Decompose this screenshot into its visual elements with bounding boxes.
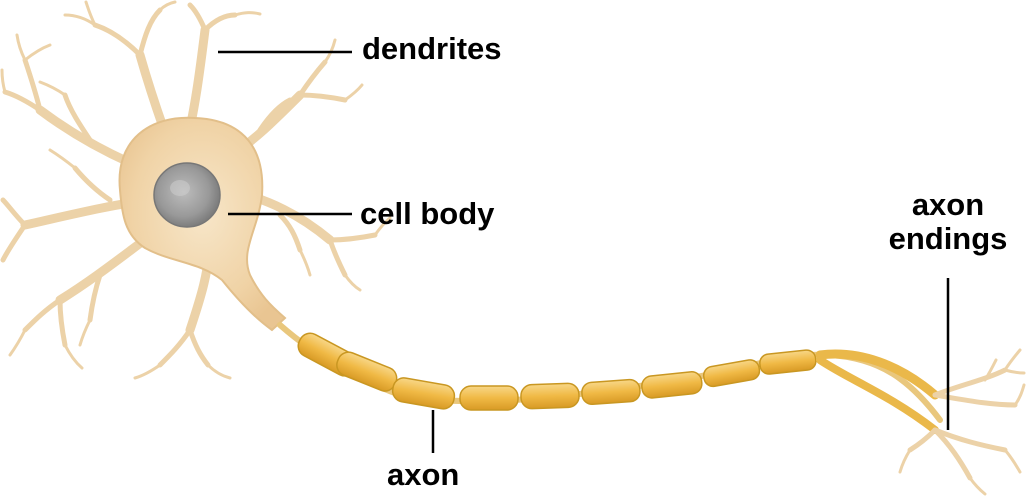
nucleus <box>154 163 220 227</box>
axon-endings-label: axon endings <box>868 188 1027 256</box>
axon-label: axon <box>387 458 459 492</box>
dendrites-label: dendrites <box>362 32 502 66</box>
axon <box>280 325 940 430</box>
myelin-sheath <box>294 329 816 410</box>
axon-endings-label-line2: endings <box>868 222 1027 256</box>
axon-endings-label-line1: axon <box>868 188 1027 222</box>
cell-body-label: cell body <box>360 197 494 231</box>
